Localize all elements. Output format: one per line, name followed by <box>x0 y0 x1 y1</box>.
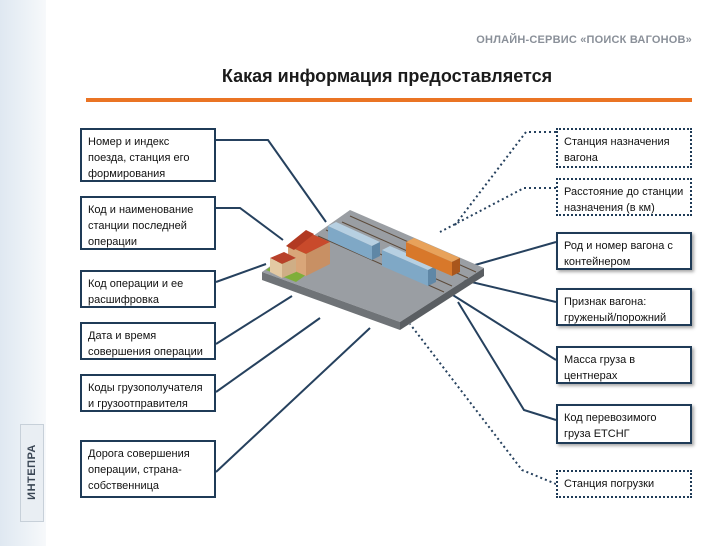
connector-consignee-codes <box>215 317 321 393</box>
connector-cargo-code <box>457 301 557 421</box>
service-header: ОНЛАЙН-СЕРВИС «ПОИСК ВАГОНОВ» <box>476 34 692 46</box>
connector-operation-datetime <box>215 295 293 345</box>
connector-loading-station <box>409 323 557 485</box>
info-box-wagon-number: Номер и индекс поезда, станция его форми… <box>80 128 216 182</box>
connector-distance <box>439 187 556 233</box>
info-box-cargo-code: Код перевозимого груза ЕТСНГ <box>556 404 692 444</box>
info-box-operation-railway: Дорога совершения операции, страна-собст… <box>80 440 216 498</box>
connector-operation-code <box>215 263 267 283</box>
info-box-cargo-mass: Масса груза в центнерах <box>556 346 692 384</box>
connector-last-station <box>216 207 284 241</box>
info-box-wagon-load: Признак вагона: груженый/порожний <box>556 288 692 326</box>
connector-wagon-load <box>462 279 557 303</box>
railway-station-illustration <box>262 210 484 330</box>
title-underline <box>86 98 692 102</box>
info-box-operation-datetime: Дата и время совершения операции <box>80 322 216 360</box>
connector-destination <box>454 131 556 226</box>
info-box-wagon-type: Род и номер вагона с контейнером <box>556 232 692 270</box>
connector-wagon-type <box>474 241 557 266</box>
connector-wagon-number <box>216 139 327 223</box>
info-box-destination-station: Станция назначения вагона <box>556 128 692 168</box>
info-box-consignee-codes: Коды грузополучателя и грузоотправителя <box>80 374 216 412</box>
page-title: Какая информация предоставляется <box>221 66 553 86</box>
info-box-loading-station: Станция погрузки <box>556 470 692 498</box>
connector-operation-railway <box>215 327 371 473</box>
info-box-last-operation-station: Код и наименование станции последней опе… <box>80 196 216 250</box>
info-box-operation-code: Код операции и ее расшифровка <box>80 270 216 308</box>
connector-cargo-mass <box>447 291 557 361</box>
company-logo <box>20 424 44 522</box>
info-box-distance-to-destination: Расстояние до станции назначения (в км) <box>556 178 692 216</box>
